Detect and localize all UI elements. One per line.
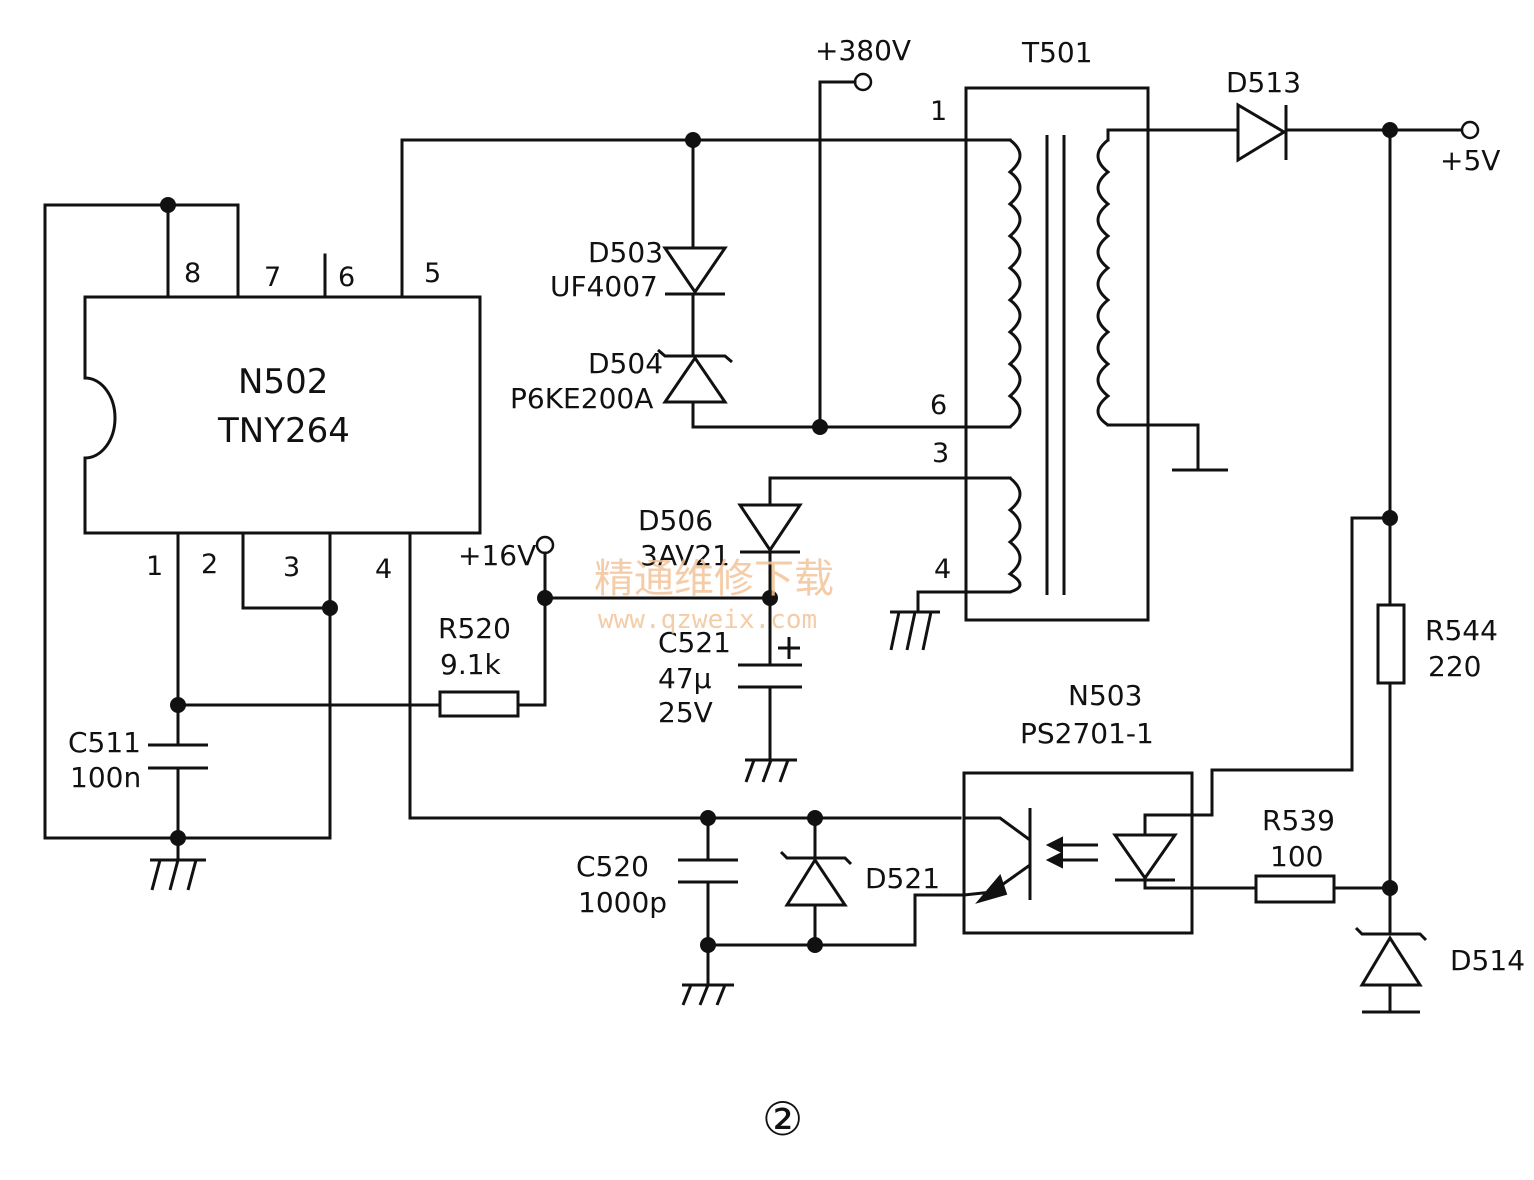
diode-d503: D503 UF4007 bbox=[550, 236, 728, 303]
ground-symbol bbox=[681, 983, 734, 1006]
d504-part: P6KE200A bbox=[510, 382, 653, 415]
r520-value: 9.1k bbox=[440, 648, 502, 681]
watermark-text: 精通维修下载 bbox=[594, 556, 834, 602]
transformer-t501: T501 1 6 3 4 bbox=[930, 36, 1150, 622]
r520-ref: R520 bbox=[438, 612, 511, 645]
c521-value: 47µ bbox=[658, 662, 712, 695]
zener-d504: D504 P6KE200A bbox=[510, 347, 733, 415]
c521-voltage: 25V bbox=[658, 696, 713, 729]
resistor-r520: R520 9.1k bbox=[438, 612, 520, 718]
resistor-r539: R539 100 bbox=[1254, 804, 1336, 904]
ic-pin-7: 7 bbox=[264, 262, 281, 293]
watermark-url: www.qzweix.com bbox=[598, 605, 817, 635]
ic-pin-4: 4 bbox=[375, 554, 392, 585]
t501-pin-6: 6 bbox=[930, 390, 947, 421]
figure-number: ② bbox=[762, 1092, 803, 1146]
resistor-r544: R544 220 bbox=[1376, 603, 1498, 685]
t501-pin-1: 1 bbox=[930, 96, 947, 127]
d503-ref: D503 bbox=[588, 236, 663, 269]
zener-d514: D514 bbox=[1354, 926, 1525, 987]
diode-d506: D506 3AV21 bbox=[638, 503, 803, 572]
capacitor-c511: C511 100n bbox=[68, 726, 208, 794]
d503-part: UF4007 bbox=[550, 270, 658, 303]
r539-value: 100 bbox=[1270, 840, 1323, 873]
r544-value: 220 bbox=[1428, 650, 1481, 683]
ic-pin-8: 8 bbox=[184, 258, 201, 289]
c520-value: 1000p bbox=[578, 886, 667, 919]
d506-part: 3AV21 bbox=[640, 539, 730, 572]
capacitor-c521: C521 47µ 25V bbox=[658, 626, 802, 729]
c520-ref: C520 bbox=[576, 850, 649, 883]
d521-ref: D521 bbox=[865, 862, 940, 895]
rail-5v: +5V bbox=[1440, 144, 1500, 177]
ground-symbol bbox=[889, 610, 940, 651]
t501-ref: T501 bbox=[1021, 36, 1093, 69]
ground-symbol bbox=[150, 858, 206, 891]
r539-ref: R539 bbox=[1262, 804, 1335, 837]
diode-d513: D513 bbox=[1226, 66, 1301, 163]
ic-pin-6: 6 bbox=[338, 262, 355, 293]
d513-ref: D513 bbox=[1226, 66, 1301, 99]
ic-pin-1: 1 bbox=[146, 551, 163, 582]
d504-ref: D504 bbox=[588, 347, 663, 380]
rail-380v: +380V bbox=[815, 34, 911, 67]
r544-ref: R544 bbox=[1425, 614, 1498, 647]
ic-pin-3: 3 bbox=[283, 552, 300, 583]
ic-n502-part: TNY264 bbox=[217, 411, 350, 451]
n503-ref: N503 bbox=[1068, 679, 1142, 712]
c521-ref: C521 bbox=[658, 626, 731, 659]
watermark: 精通维修下载 www.qzweix.com bbox=[594, 556, 834, 635]
ic-n502: N502 TNY264 8 7 6 5 1 2 3 4 bbox=[83, 203, 482, 585]
d506-ref: D506 bbox=[638, 504, 713, 537]
n503-part: PS2701-1 bbox=[1020, 717, 1154, 750]
capacitor-c520: C520 1000p bbox=[576, 850, 738, 919]
ic-pin-2: 2 bbox=[201, 549, 218, 580]
optocoupler-n503: N503 PS2701-1 bbox=[962, 679, 1194, 935]
ic-n502-ref: N502 bbox=[238, 362, 328, 402]
t501-pin-4: 4 bbox=[934, 554, 951, 585]
ic-pin-5: 5 bbox=[424, 258, 441, 289]
rail-16v: +16V bbox=[458, 539, 536, 572]
ground-symbol bbox=[744, 758, 797, 783]
d514-ref: D514 bbox=[1450, 944, 1525, 977]
c511-ref: C511 bbox=[68, 726, 141, 759]
t501-pin-3: 3 bbox=[932, 438, 949, 469]
c511-value: 100n bbox=[70, 761, 141, 794]
